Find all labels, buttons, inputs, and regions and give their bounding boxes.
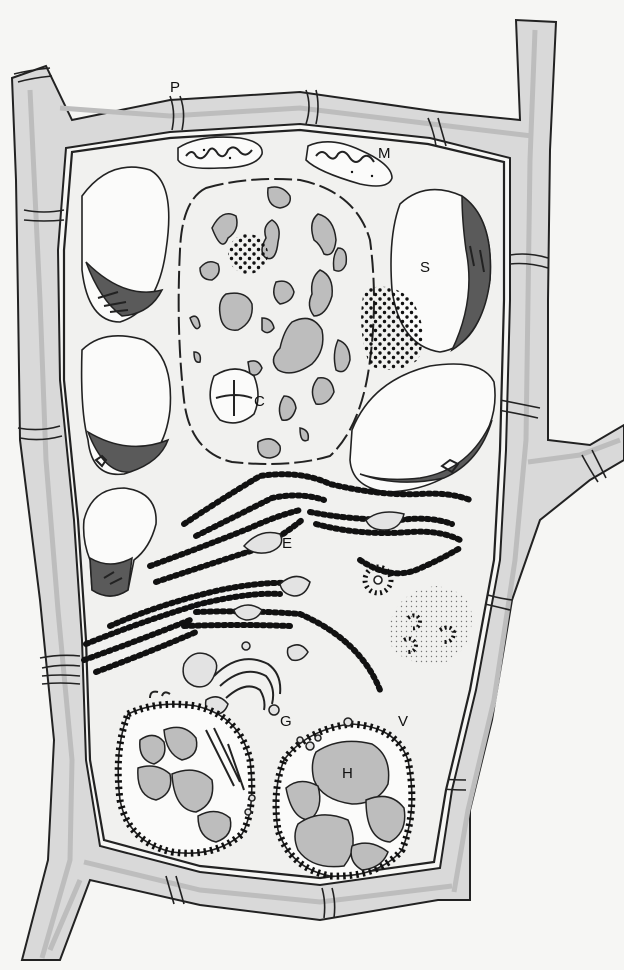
label-nucleus: C — [254, 393, 265, 410]
label-vacuole-inner: H — [342, 765, 353, 782]
label-mitochondrion: M — [378, 145, 391, 162]
mitochondrion-left — [178, 137, 262, 168]
label-plasmodesma: P — [170, 79, 180, 96]
nucleolus — [228, 234, 268, 274]
nuclear-inclusion — [210, 369, 258, 423]
label-vacuole: V — [398, 713, 408, 730]
label-er: E — [282, 535, 292, 552]
plastid-upper-left — [82, 167, 169, 322]
label-plastid: S — [420, 259, 430, 276]
label-golgi: G — [280, 713, 292, 730]
plastid-mid-left — [82, 336, 171, 475]
